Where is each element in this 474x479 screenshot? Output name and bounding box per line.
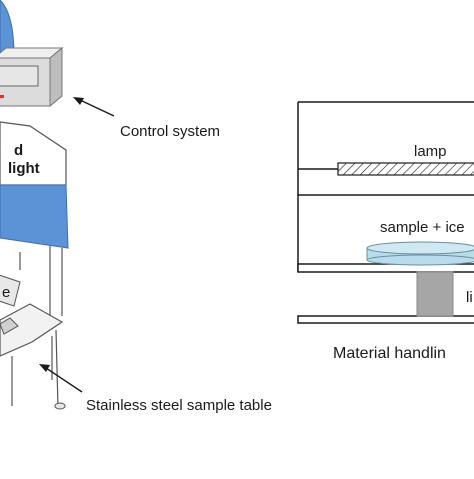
light-label-line2: light — [8, 160, 40, 177]
lift-label: li — [466, 289, 473, 306]
table-arrowhead — [39, 364, 50, 372]
table-arrow — [45, 367, 83, 393]
sample-on-table — [0, 317, 19, 335]
base-plate — [297, 315, 474, 324]
blue-panel — [0, 184, 69, 249]
sample-sheet — [0, 274, 21, 307]
sample-disc — [366, 241, 474, 266]
lamp-label: lamp — [414, 143, 447, 160]
lamp-bar — [337, 162, 474, 176]
indicator-light — [0, 95, 4, 98]
table-label: Stainless steel sample table — [86, 397, 272, 414]
control-display — [0, 65, 39, 87]
control-system-label: Control system — [120, 123, 220, 140]
hood-housing — [0, 121, 67, 186]
control-box — [0, 46, 64, 108]
schematic-right: lamp sample + ice li Material handlin — [297, 101, 474, 362]
lift-block — [416, 271, 454, 317]
schematic-caption: Material handlin — [333, 345, 446, 362]
apparatus-left: Control system d light e Stainless steel… — [0, 0, 272, 414]
platform — [297, 263, 474, 273]
sample-table-top — [0, 303, 64, 357]
light-label-line1: d — [14, 142, 23, 159]
control-arrow — [79, 99, 115, 117]
sample-label: sample + ice — [380, 219, 465, 236]
sample-label-fragment: e — [2, 284, 10, 301]
control-arrowhead — [73, 97, 84, 105]
